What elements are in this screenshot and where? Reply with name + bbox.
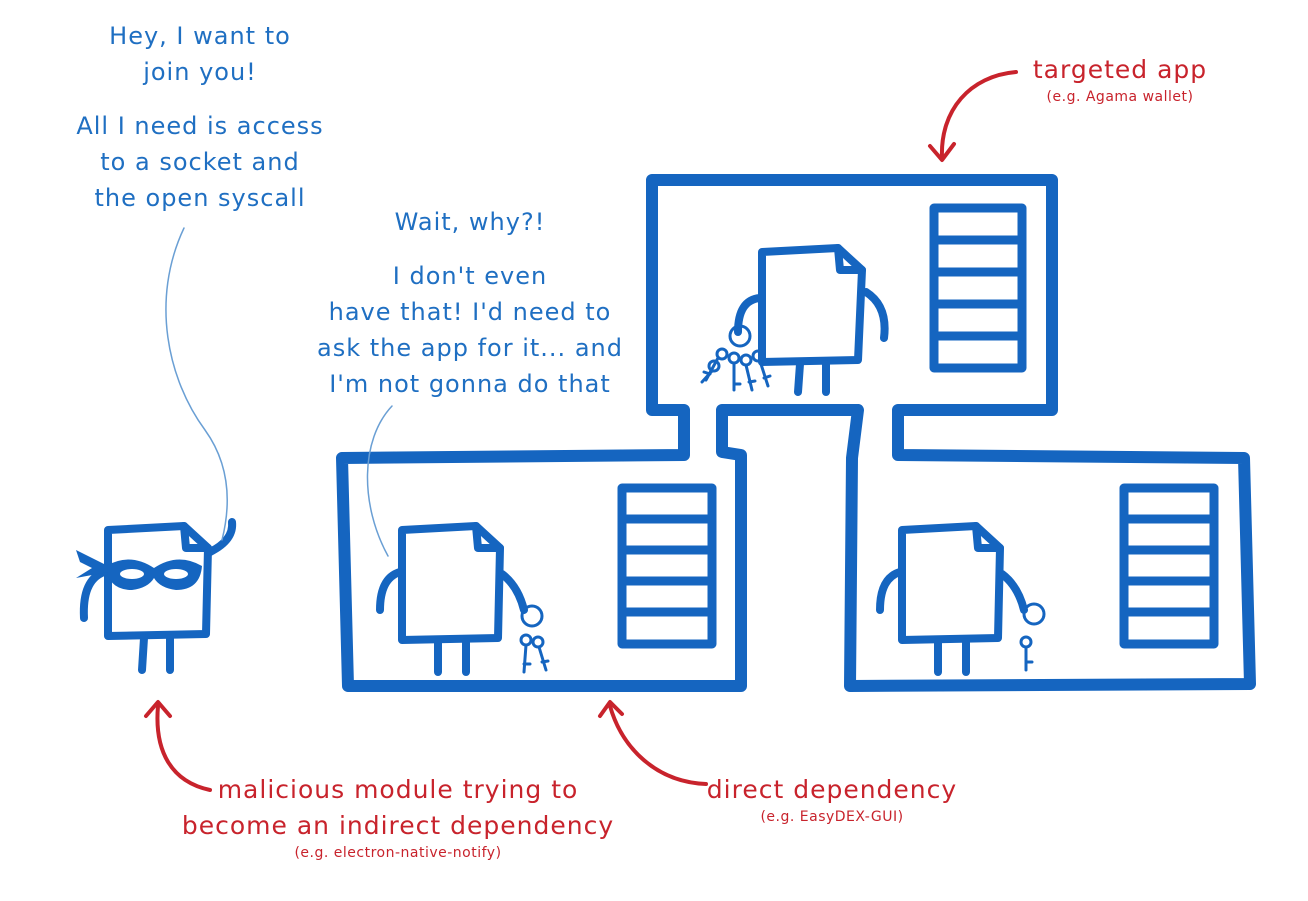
dependency-speech-line-4: ask the app for it... and [317,334,623,362]
bandit-mask-icon [76,550,202,590]
dependency-speech-line-1: Wait, why?! [394,208,546,236]
malicious-module-example: (e.g. electron-native-notify) [294,845,502,861]
arrow-to-malicious [155,704,212,792]
dependency-speech-line-3: have that! I'd need to [328,298,612,326]
targeted-app-example: (e.g. Agama wallet) [1046,89,1194,105]
malicious-speech-line-2: join you! [143,58,257,86]
direct-dependency-title: direct dependency [706,775,958,804]
direct-dependency-example: (e.g. EasyDEX-GUI) [760,809,904,825]
single-key-icon [1019,602,1046,672]
malicious-module-label: malicious module trying to become an ind… [160,772,636,862]
targeted-app-label: targeted app (e.g. Agama wallet) [1000,52,1240,106]
dependency-speech-tail [366,405,393,557]
dependency-document-character [376,522,528,676]
malicious-module-title-2: become an indirect dependency [181,811,615,840]
dependency-speech-line-2: I don't even [392,262,548,290]
malicious-speech-line-4: to a socket and [100,148,300,176]
dependency-speech-line-5: I'm not gonna do that [329,370,611,398]
arrow-to-app-head [928,142,956,162]
arrow-to-app [939,70,1018,160]
server-rack-app [929,203,1027,373]
other-dependency-document-character [876,522,1028,676]
malicious-speech-line-3: All I need is access [76,112,324,140]
direct-dependency-label: direct dependency (e.g. EasyDEX-GUI) [700,772,964,826]
arrow-to-dependency-head [598,700,624,718]
malicious-speech-line-5: the open syscall [94,184,306,212]
app-document-character [734,244,889,396]
malicious-speech-line-1: Hey, I want to [109,22,291,50]
targeted-app-title: targeted app [1032,55,1208,84]
arrow-to-dependency [608,704,708,786]
malicious-speech: Hey, I want to join you! All I need is a… [40,18,360,216]
dependency-speech: Wait, why?! I don't even have that! I'd … [280,204,660,402]
malicious-module-title-1: malicious module trying to [217,775,579,804]
malicious-document-character [79,518,237,674]
server-rack-other-dependency [1119,483,1219,649]
arrow-to-malicious-head [144,700,172,718]
malicious-speech-tail [165,227,228,541]
key-bundle-icon [700,324,772,392]
building-walls [336,174,1256,692]
key-pair-icon [519,604,550,674]
mask-eyes [120,569,188,579]
server-rack-direct-dependency [617,483,717,649]
